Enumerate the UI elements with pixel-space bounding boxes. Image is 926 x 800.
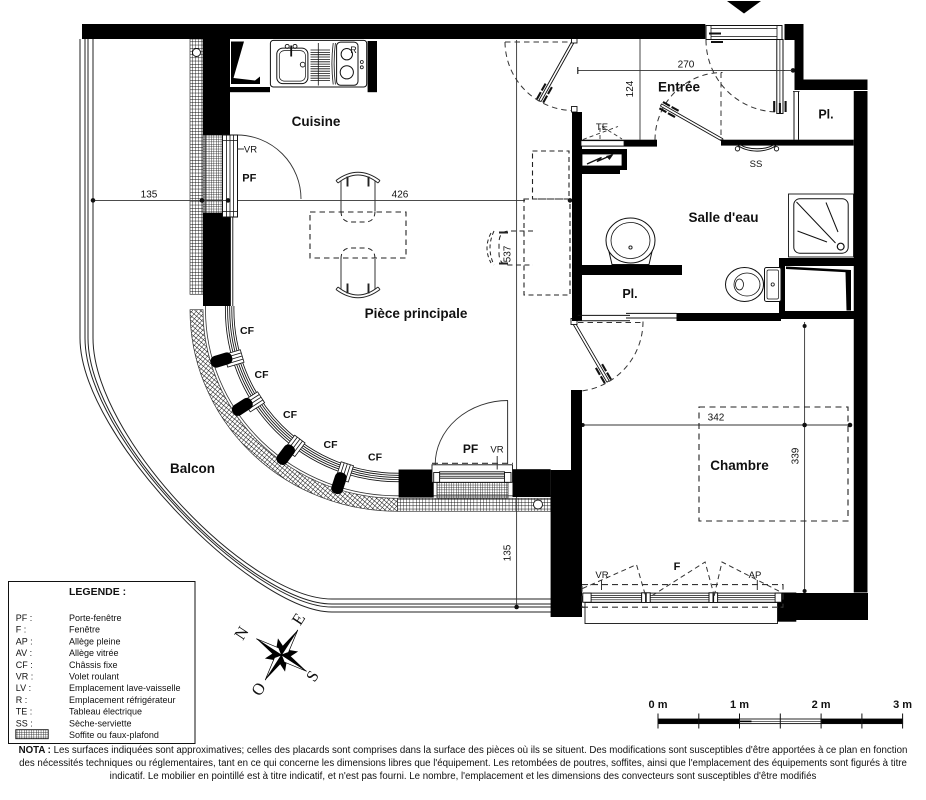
svg-text:SS: SS [750,159,763,170]
svg-text:VR :: VR : [16,672,34,682]
svg-text:Tableau électrique: Tableau électrique [69,707,142,717]
svg-text:AP :: AP : [16,636,33,646]
svg-text:VR: VR [595,570,608,581]
svg-text:AP: AP [749,570,762,581]
svg-text:Allège pleine: Allège pleine [69,636,121,646]
svg-text:0 m: 0 m [649,699,668,711]
svg-text:CF: CF [255,369,270,381]
svg-text:Allège vitrée: Allège vitrée [69,648,119,658]
svg-text:CF: CF [240,325,255,337]
svg-text:Balcon: Balcon [170,461,215,476]
svg-text:Soffite ou faux-plafond: Soffite ou faux-plafond [69,730,159,740]
svg-text:CF: CF [324,439,339,451]
svg-text:S: S [302,667,323,685]
svg-text:Emplacement lave-vaisselle: Emplacement lave-vaisselle [69,683,181,693]
svg-text:Emplacement réfrigérateur: Emplacement réfrigérateur [69,695,176,705]
svg-text:SS :: SS : [16,718,33,728]
svg-text:339: 339 [791,447,802,464]
svg-text:AV :: AV : [16,648,32,658]
svg-text:R: R [350,45,357,55]
svg-text:3 m: 3 m [893,699,912,711]
svg-text:LV :: LV : [16,683,31,693]
svg-text:CF: CF [283,409,298,421]
svg-text:270: 270 [678,60,695,71]
svg-text:PF: PF [242,173,256,185]
svg-text:F: F [674,561,681,573]
svg-text:Pl.: Pl. [818,108,833,122]
svg-text:O: O [247,679,269,699]
svg-text:135: 135 [503,544,514,561]
svg-text:Fenêtre: Fenêtre [69,625,100,635]
svg-text:R :: R : [16,695,28,705]
svg-text:Salle d'eau: Salle d'eau [689,210,759,225]
svg-text:F :: F : [16,625,26,635]
svg-text:LEGENDE :: LEGENDE : [69,586,126,598]
svg-text:PF :: PF : [16,613,33,623]
svg-text:135: 135 [141,190,158,201]
svg-text:CF: CF [368,452,383,464]
svg-text:PF: PF [463,442,478,456]
svg-text:Volet roulant: Volet roulant [69,672,120,682]
svg-text:Entrée: Entrée [658,80,701,95]
svg-text:Châssis fixe: Châssis fixe [69,660,118,670]
svg-text:VR: VR [490,445,503,456]
svg-text:TE: TE [596,122,608,133]
svg-text:Pièce principale: Pièce principale [365,306,468,321]
svg-text:124: 124 [625,80,636,97]
svg-text:Cuisine: Cuisine [292,114,341,129]
svg-text:N: N [230,623,252,643]
svg-text:537: 537 [503,245,514,262]
svg-text:2 m: 2 m [812,699,831,711]
svg-text:Sèche-serviette: Sèche-serviette [69,718,132,728]
svg-text:Chambre: Chambre [710,458,769,473]
svg-text:Porte-fenêtre: Porte-fenêtre [69,613,122,623]
svg-text:342: 342 [708,413,725,424]
svg-text:CF :: CF : [16,660,33,670]
svg-text:VR: VR [244,145,257,156]
svg-text:Pl.: Pl. [622,287,637,301]
svg-text:E: E [288,610,309,629]
svg-text:426: 426 [392,190,409,201]
svg-text:TE :: TE : [16,707,33,717]
svg-text:1 m: 1 m [730,699,749,711]
